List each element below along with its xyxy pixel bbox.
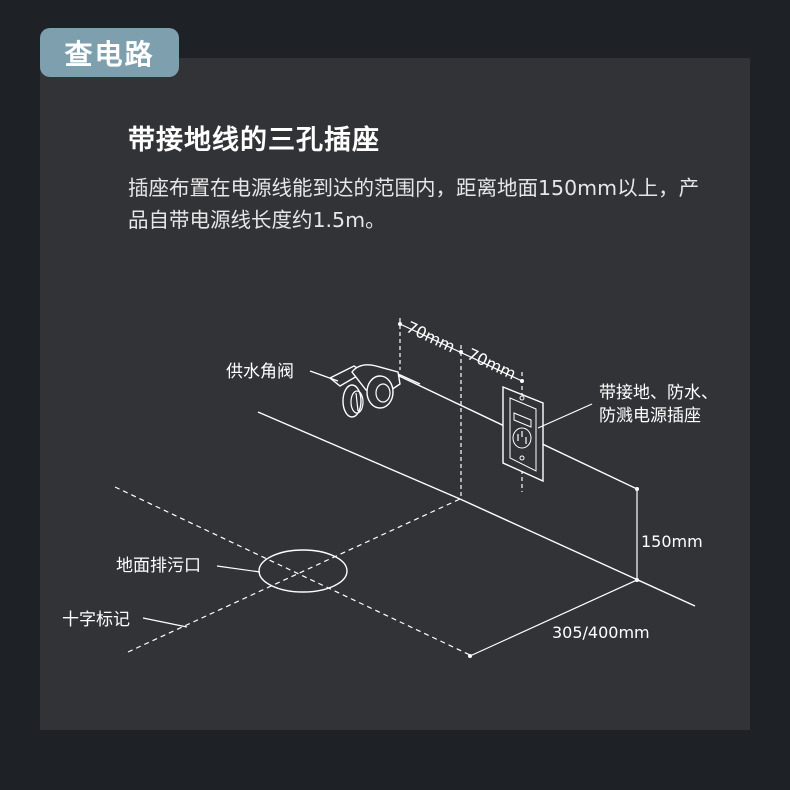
- water-valve: [328, 364, 421, 418]
- section-badge-label: 查电路: [64, 37, 155, 71]
- dim-label-70-first: 70mm: [403, 317, 458, 356]
- socket-label-line1: 带接地、防水、: [599, 383, 718, 403]
- page-title: 带接地线的三孔插座: [128, 125, 380, 156]
- dim-label-70-second: 70mm: [464, 344, 519, 383]
- dimension-point: [520, 379, 524, 383]
- dimension-point: [398, 322, 402, 326]
- valve-label: 供水角阀: [226, 362, 294, 382]
- cross-dashed-line-a: [114, 486, 471, 656]
- distance-dimension-line: [469, 579, 638, 657]
- leader-cross: [142, 617, 188, 628]
- dim-label-height: 150mm: [641, 532, 703, 551]
- leader-socket: [537, 403, 593, 429]
- cross-mark-label: 十字标记: [62, 610, 130, 630]
- dim-label-distance: 305/400mm: [552, 623, 650, 642]
- floor-drain: [258, 549, 348, 593]
- dimension-point: [468, 654, 472, 658]
- content-panel: [40, 58, 750, 730]
- cross-dashed-line-b: [127, 498, 461, 653]
- power-socket: [502, 385, 544, 483]
- wall-floor-edge-right: [459, 498, 696, 607]
- leader-drain: [216, 565, 261, 573]
- dimension-point: [459, 350, 463, 354]
- wall-floor-edge-left: [257, 411, 461, 500]
- drain-label: 地面排污口: [116, 556, 201, 576]
- leader-valve: [309, 370, 339, 382]
- dimension-point: [635, 487, 639, 491]
- description: 插座布置在电源线能到达的范围内，距离地面150mm以上，产品自带电源线长度约1.…: [128, 176, 700, 232]
- section-badge: 查电路: [40, 28, 179, 77]
- socket-label-line2: 防溅电源插座: [599, 406, 701, 426]
